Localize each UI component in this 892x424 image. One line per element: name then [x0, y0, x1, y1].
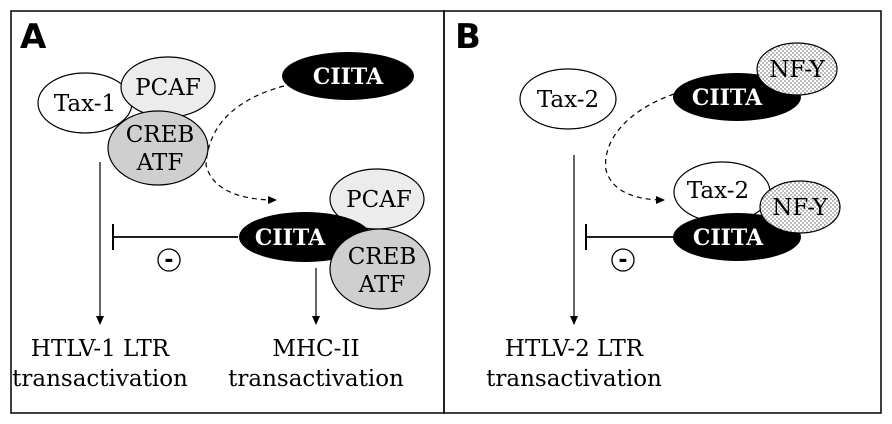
creb-atf-bottom-ellipse — [329, 228, 431, 310]
atf-top-label: ATF — [136, 150, 184, 176]
caption-mhc2-line1: MHC-II — [272, 336, 359, 362]
ciita-bottom-ellipse — [673, 213, 801, 261]
atf-bottom-label: ATF — [358, 272, 406, 298]
caption-htlv1-line2: transactivation — [12, 366, 188, 392]
caption-htlv2-line1: HTLV-2 LTR — [505, 336, 644, 362]
creb-top-label: CREB — [126, 122, 195, 148]
minus-circle-b — [611, 248, 635, 272]
creb-atf-top-ellipse — [107, 110, 209, 186]
minus-sign-a: - — [164, 248, 173, 273]
tax2-complex-label: Tax-2 — [687, 178, 749, 204]
ciita-free-label: CIITA — [313, 64, 384, 90]
ciita-free-ellipse — [282, 52, 414, 100]
dashed-arrow-b — [605, 93, 675, 204]
nfy-bottom-label: NF-Y — [772, 195, 828, 221]
ciita-bottom-label: CIITA — [693, 225, 764, 251]
panel-b-letter: B — [455, 17, 481, 57]
pcaf-top-label: PCAF — [135, 75, 201, 101]
minus-circle-a — [157, 248, 181, 272]
caption-htlv1-line1: HTLV-1 LTR — [31, 336, 170, 362]
dashed-arrow-a — [205, 85, 285, 204]
panel-b-frame — [443, 10, 882, 414]
ciita-complex-label: CIITA — [255, 225, 326, 251]
nfy-top-label: NF-Y — [769, 57, 825, 83]
nfy-bottom-ellipse — [759, 180, 841, 234]
tax1-label: Tax-1 — [54, 91, 116, 117]
creb-bottom-label: CREB — [348, 244, 417, 270]
minus-sign-b: - — [618, 248, 627, 273]
ciita-top-label: CIITA — [692, 85, 763, 111]
caption-mhc2-line2: transactivation — [228, 366, 404, 392]
caption-htlv2-line2: transactivation — [486, 366, 662, 392]
nfy-top-ellipse — [756, 42, 838, 96]
panel-a-letter: A — [20, 17, 47, 57]
tax2-free-label: Tax-2 — [537, 87, 599, 113]
tax2-free-ellipse — [519, 68, 617, 130]
pcaf-bottom-label: PCAF — [346, 187, 412, 213]
